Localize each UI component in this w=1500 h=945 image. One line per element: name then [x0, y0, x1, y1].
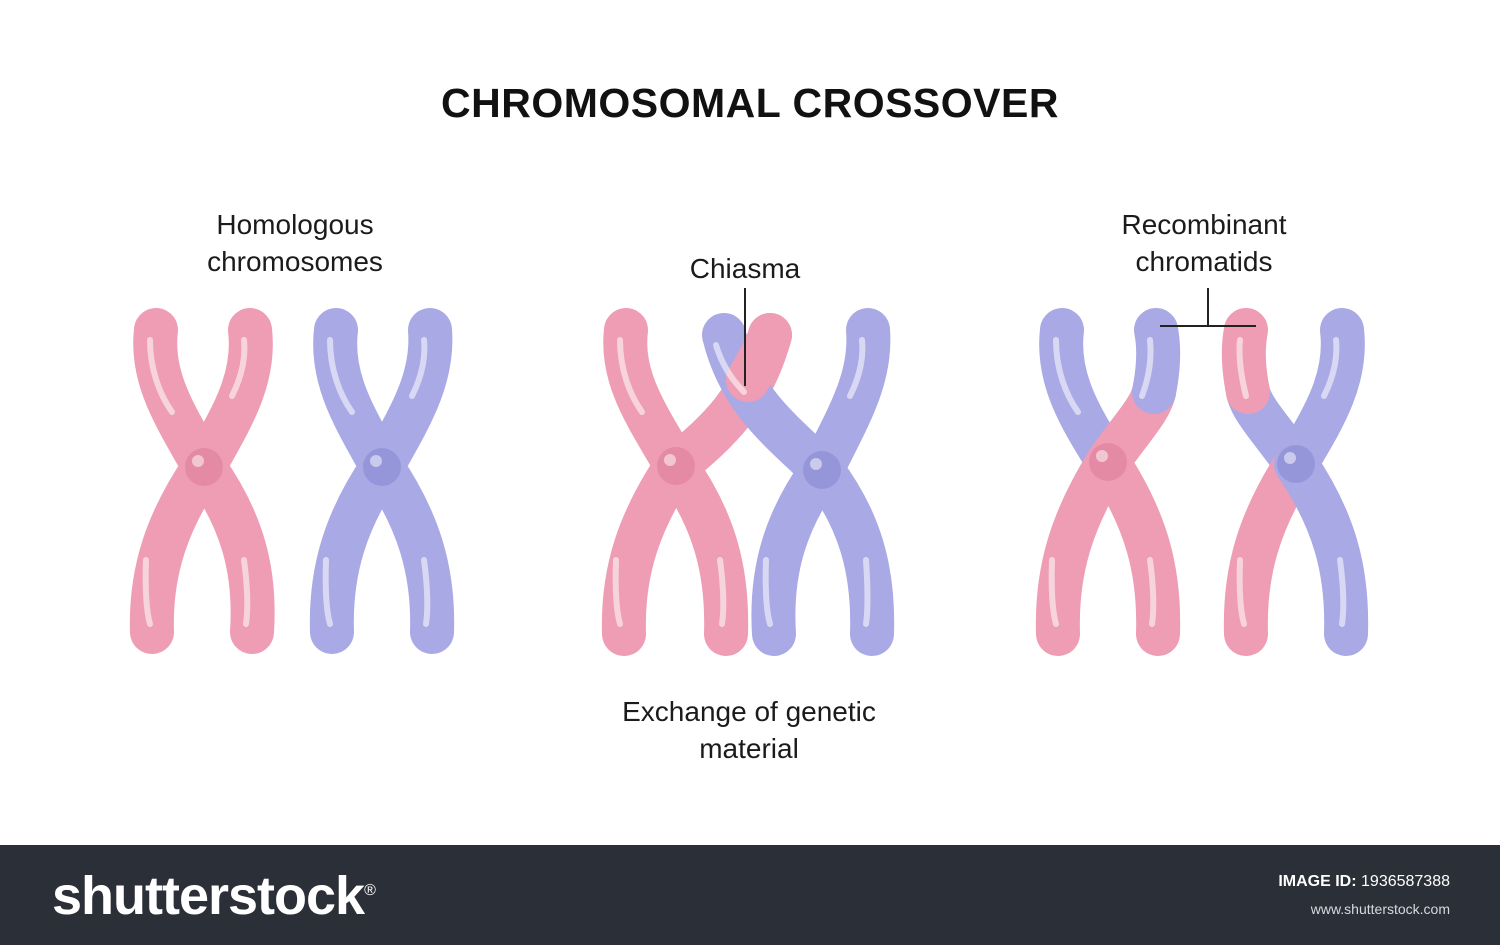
- recombinant-chromatids-label: Recombinant chromatids: [1054, 206, 1354, 280]
- homologous-label-line-1: Homologous: [216, 209, 374, 240]
- homologous-chromosomes-label: Homologous chromosomes: [145, 206, 445, 280]
- brand-logo[interactable]: shutterstock®: [52, 865, 376, 927]
- exchange-label-line-1: Exchange of genetic: [622, 696, 876, 727]
- recombinant-label-line-1: Recombinant: [1121, 209, 1287, 240]
- recombinant-label-line-2: chromatids: [1135, 246, 1273, 277]
- homologous-blue-chromosome: [309, 308, 455, 654]
- image-id-value: 1936587388: [1361, 873, 1450, 890]
- registered-mark: ®: [364, 882, 376, 899]
- footer-bar: shutterstock® IMAGE ID: 1936587388 www.s…: [0, 845, 1500, 945]
- diagram-title: CHROMOSOMAL CROSSOVER: [441, 80, 1059, 126]
- crossing-chromosomes: [601, 308, 895, 656]
- recombinant-chromosome-1: [1035, 308, 1181, 656]
- chiasma-label: Chiasma: [689, 253, 801, 284]
- image-id-label: IMAGE ID:: [1278, 873, 1357, 890]
- exchange-genetic-material-label: Exchange of genetic material: [574, 693, 924, 767]
- exchange-label-line-2: material: [699, 733, 799, 764]
- homologous-label-line-2: chromosomes: [207, 246, 383, 277]
- recombinant-chromosome-2: [1221, 308, 1369, 656]
- brand-name: shutterstock: [52, 866, 365, 926]
- recombinant-pointer-bracket: [1160, 288, 1256, 327]
- homologous-pink-chromosome: [129, 308, 275, 654]
- site-link[interactable]: www.shutterstock.com: [1310, 901, 1450, 917]
- image-id: IMAGE ID: 1936587388: [1278, 873, 1450, 891]
- crossover-diagram: [129, 288, 1369, 656]
